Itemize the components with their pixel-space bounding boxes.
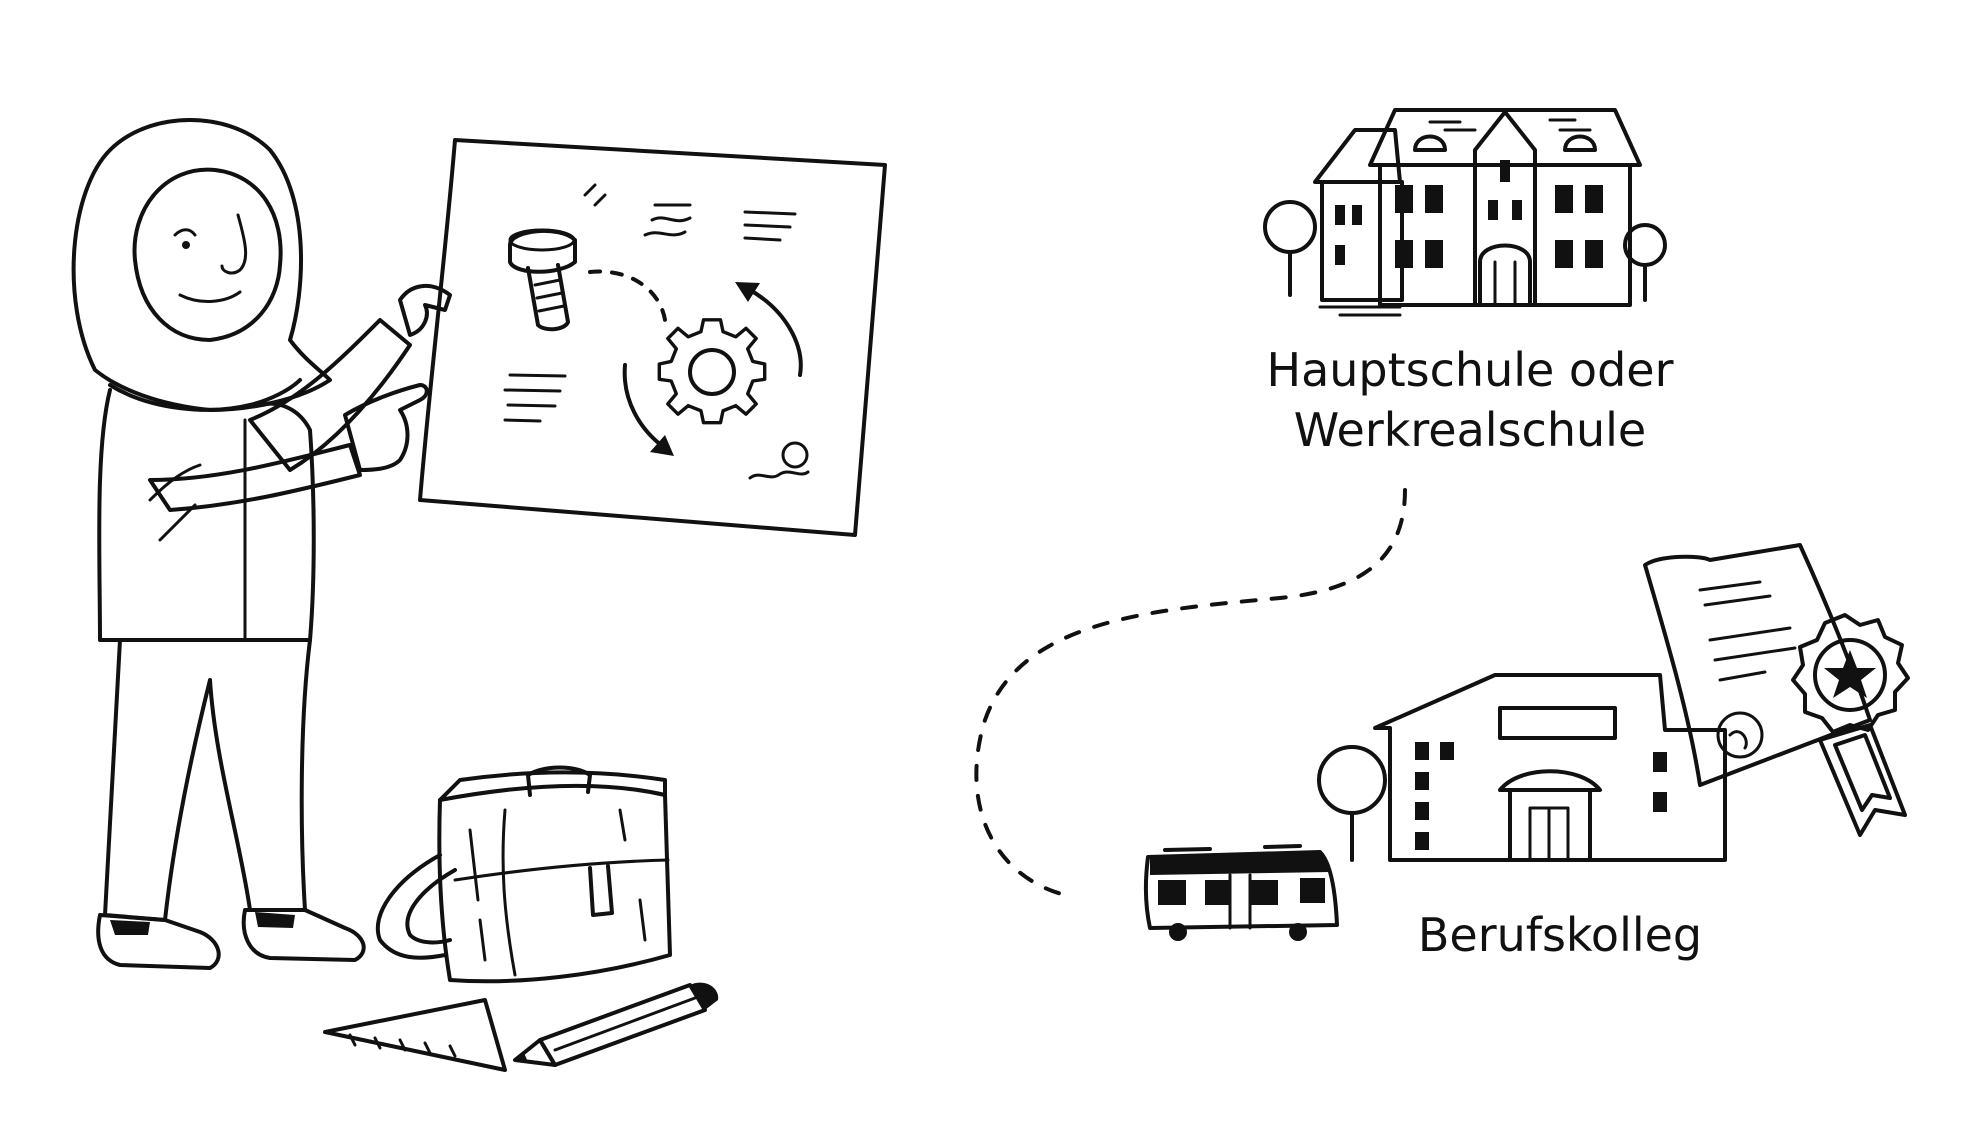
school-label: Hauptschule oder Werkrealschule <box>1220 340 1720 460</box>
college-label: Berufskolleg <box>1417 908 1703 962</box>
bag-icon <box>375 765 672 984</box>
certificate-icon <box>1643 543 1910 837</box>
school-label-line-1: Hauptschule oder <box>1266 343 1674 397</box>
school-building-icon <box>1263 108 1667 317</box>
tools-icon <box>323 982 719 1072</box>
person-icon <box>71 118 452 970</box>
bus-icon <box>1143 844 1339 941</box>
college-building-icon <box>1317 673 1727 862</box>
path-icon <box>974 488 1407 897</box>
poster-icon <box>418 138 887 537</box>
school-label-line-2: Werkrealschule <box>1293 403 1647 457</box>
